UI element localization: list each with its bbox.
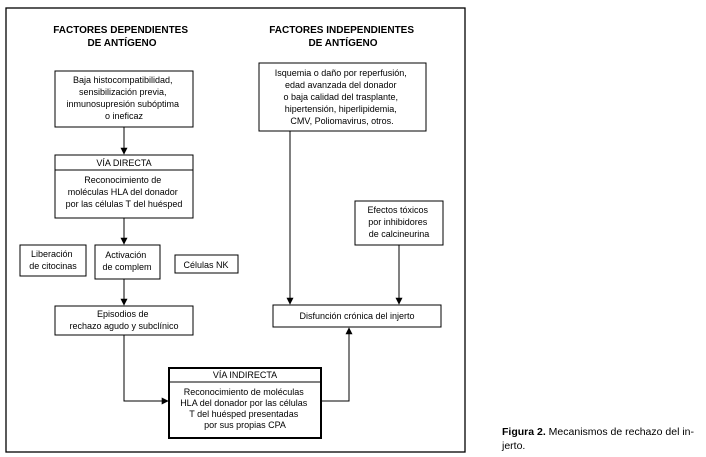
svg-text:Células NK: Células NK bbox=[183, 260, 228, 270]
node-disfuncion: Disfunción crónica del injerto bbox=[272, 304, 442, 328]
via-directa-body: Reconocimiento de moléculas HLA del dona… bbox=[66, 175, 183, 209]
header-dependent: FACTORES DEPENDIENTES DE ANTÍGENO bbox=[53, 25, 191, 49]
svg-text:Disfunción crónica del injerto: Disfunción crónica del injerto bbox=[299, 311, 414, 321]
svg-text:Episodios de rechazo agu: Episodios de rechazo agudo y subclínico bbox=[69, 309, 178, 331]
via-directa-title: VÍA DIRECTA bbox=[96, 158, 151, 168]
node-nk: Células NK bbox=[174, 254, 239, 274]
figure-caption: Figura 2. Mecanismos de rechazo del in- … bbox=[502, 425, 702, 453]
connectors bbox=[120, 127, 403, 405]
via-indirecta-title: VÍA INDIRECTA bbox=[213, 370, 277, 380]
node-isquemia: Isquemia o daño por reperfusión, edad av… bbox=[258, 62, 427, 132]
header-independent: FACTORES INDEPENDIENTES DE ANTÍGENO bbox=[269, 25, 417, 49]
svg-text:Liberación de citocinas: Liberación de citocinas bbox=[29, 249, 77, 271]
arrow-episodios-to-via-indirecta bbox=[123, 335, 169, 405]
node-activacion: Activación de complem bbox=[94, 244, 161, 280]
caption-text-line2: jerto. bbox=[502, 440, 526, 452]
node-episodios: Episodios de rechazo agudo y subclínico bbox=[54, 305, 194, 336]
arrow-via-indirecta-to-disfuncion bbox=[321, 327, 353, 402]
svg-text:Activación de complem: Activación de complem bbox=[102, 250, 151, 272]
node-factors: Baja histocompatibilidad, sensibilizació… bbox=[54, 70, 194, 128]
svg-text:Efectos tóxicos por inhi: Efectos tóxicos por inhibidores de calci… bbox=[367, 205, 430, 239]
node-via-indirecta: VÍA INDIRECTA Reconocimiento de molécula… bbox=[168, 367, 322, 439]
caption-text-line1: Mecanismos de rechazo del in- bbox=[545, 426, 695, 438]
outer-frame bbox=[5, 7, 466, 453]
via-indirecta-body: Reconocimiento de moléculas HLA del dona… bbox=[180, 387, 310, 430]
svg-text:Baja histocompatibilidad,: Baja histocompatibilidad, sensibilizació… bbox=[66, 75, 181, 121]
node-liberacion: Liberación de citocinas bbox=[19, 244, 87, 277]
node-efectos: Efectos tóxicos por inhibidores de calci… bbox=[354, 200, 444, 246]
caption-label: Figura 2. bbox=[502, 426, 546, 438]
node-via-directa: VÍA DIRECTA Reconocimiento de moléculas … bbox=[54, 154, 194, 219]
svg-text:Isquemia o daño por reperfusió: Isquemia o daño por reperfusión, edad av… bbox=[275, 68, 410, 126]
